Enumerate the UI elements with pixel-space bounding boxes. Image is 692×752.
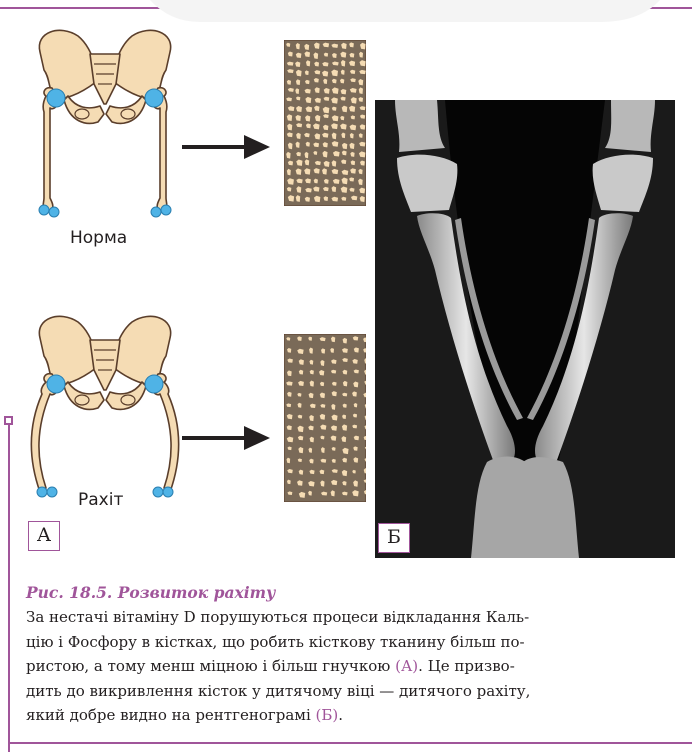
page-frame-top [0,0,692,24]
caption-line: За нестачі вітаміну D порушуються процес… [26,605,682,630]
caption-line: який добре видно на рентгенограмі (Б). [26,703,682,728]
arrow-rickets [182,423,272,453]
panel-b-letter: Б [378,523,410,553]
figure-ref-a: (А) [395,657,418,675]
pelvis-rickets-illustration [22,308,187,503]
caption-frame-marker [4,416,13,425]
bone-tissue-normal [284,40,366,206]
figure-ref-b: (Б) [316,706,339,724]
figure-caption-title: Рис. 18.5. Розвиток рахіту [26,583,275,602]
caption-line: ристою, а тому менш міцною і більш гнучк… [26,654,682,679]
caption-frame-line [8,422,10,752]
caption-line: дить до викривлення кісток у дитячому ві… [26,679,682,704]
bone-tissue-rickets [284,334,366,502]
label-rickets: Рахіт [78,490,123,510]
caption-line: цію і Фосфору в кістках, що робить кістк… [26,630,682,655]
label-norm: Норма [70,228,127,248]
caption-frame-bottom [8,742,692,744]
arrow-normal [182,132,272,162]
panel-a-letter: А [28,521,60,551]
pelvis-normal-illustration [30,22,180,222]
xray-radiograph-image [375,100,675,558]
figure-caption-text: За нестачі вітаміну D порушуються процес… [26,605,682,728]
